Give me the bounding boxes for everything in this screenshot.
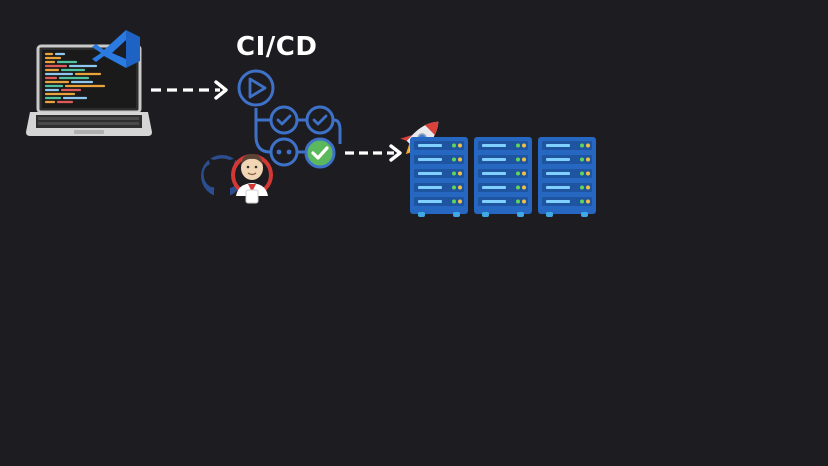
server-rack-icon [410, 137, 468, 217]
jenkins-icon [231, 154, 273, 204]
vscode-icon [92, 30, 140, 68]
server-rack-icon [538, 137, 596, 217]
play-icon [237, 69, 275, 107]
server-rack-icon [474, 137, 532, 217]
dashed-arrow-pipeline-to-servers [345, 144, 402, 162]
diagram-title: CI/CD [236, 32, 318, 62]
laptop-code-icon [26, 44, 152, 136]
check-icon [305, 105, 335, 135]
dashed-arrow-laptop-to-pipeline [151, 80, 228, 100]
pending-icon [269, 137, 299, 167]
pipeline-icon [237, 69, 342, 169]
check-icon [269, 105, 299, 135]
success-check-icon [304, 137, 336, 169]
github-icon [201, 155, 243, 197]
